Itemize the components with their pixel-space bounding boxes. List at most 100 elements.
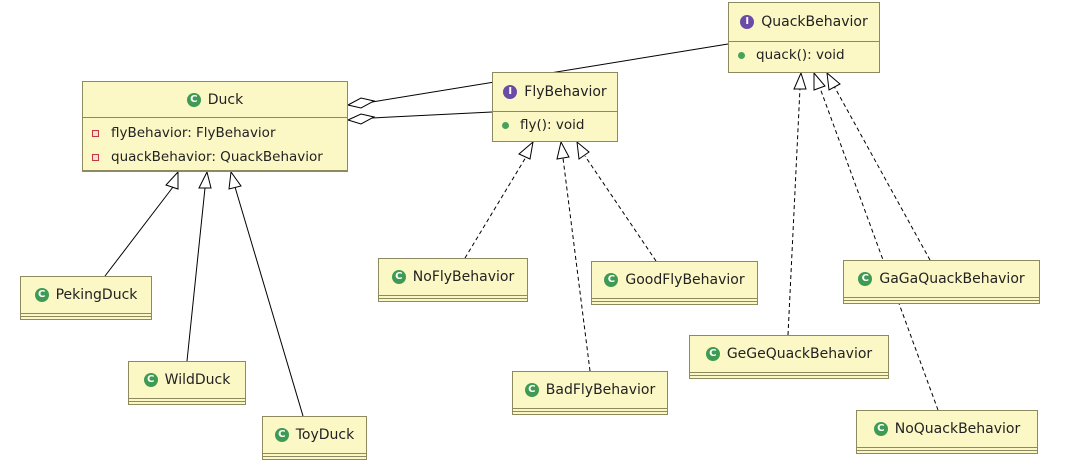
separator (83, 170, 347, 171)
class-name: NoQuackBehavior (894, 421, 1021, 437)
class-name: NoFlyBehavior (412, 269, 515, 285)
method-label: quack(): void (756, 47, 845, 63)
class-icon: C (524, 383, 539, 397)
inherit-toyduck (234, 186, 304, 417)
separator (592, 298, 757, 299)
class-header: C PekingDuck (21, 277, 151, 313)
arrowhead-gagaquackbehavior (826, 71, 841, 91)
separator (592, 301, 757, 302)
arrowhead-gegequackbehavior (793, 71, 807, 90)
class-header: C NoFlyBehavior (379, 259, 527, 295)
class-box-gagaquackbehavior[interactable]: C GaGaQuackBehavior (843, 260, 1040, 304)
method-label: fly(): void (520, 117, 585, 133)
field-label: quackBehavior: QuackBehavior (111, 149, 323, 165)
class-name: GaGaQuackBehavior (879, 271, 1025, 287)
class-header: C GoodFlyBehavior (592, 262, 757, 298)
separator (21, 313, 151, 314)
class-name: GoodFlyBehavior (625, 272, 745, 288)
separator (129, 401, 245, 402)
class-header: C GaGaQuackBehavior (844, 261, 1039, 297)
class-name: BadFlyBehavior (545, 382, 656, 398)
class-name: QuackBehavior (761, 14, 868, 30)
association-duck-flybehavior (371, 111, 493, 119)
field-label: flyBehavior: FlyBehavior (111, 125, 276, 141)
class-name: FlyBehavior (524, 84, 607, 100)
method-row: fly(): void (493, 112, 617, 138)
class-name: GeGeQuackBehavior (726, 346, 873, 362)
class-header: I QuackBehavior (729, 3, 879, 41)
arrowhead-toyduck (228, 170, 242, 190)
realize-badflybehavior (562, 157, 591, 372)
class-icon: C (858, 272, 873, 286)
class-header: C BadFlyBehavior (513, 372, 667, 408)
method-row: quack(): void (729, 42, 879, 68)
arrowhead-noflybehavior (518, 140, 534, 160)
separator (844, 300, 1039, 301)
class-name: ToyDuck (295, 427, 355, 443)
class-box-badflybehavior[interactable]: C BadFlyBehavior (512, 371, 668, 415)
class-header: C GeGeQuackBehavior (690, 336, 888, 372)
aggregation-diamond-fly (346, 113, 376, 125)
inherit-wildduck (186, 187, 206, 362)
class-icon: C (186, 92, 201, 107)
separator (493, 111, 617, 112)
arrowhead-goodflybehavior (576, 140, 590, 160)
class-box-goodflybehavior[interactable]: C GoodFlyBehavior (591, 261, 758, 305)
class-header: I FlyBehavior (493, 73, 617, 111)
class-icon: C (705, 347, 720, 361)
realize-gegequackbehavior (787, 87, 801, 336)
separator (83, 117, 347, 118)
separator (690, 372, 888, 373)
class-box-flybehavior[interactable]: I FlyBehavior fly(): void (492, 72, 618, 142)
separator (690, 375, 888, 376)
separator (379, 298, 527, 299)
class-header: C ToyDuck (263, 417, 366, 453)
class-box-pekingduck[interactable]: C PekingDuck (20, 276, 152, 320)
class-icon: C (604, 273, 619, 287)
class-header: C WildDuck (129, 362, 245, 398)
class-box-noquackbehavior[interactable]: C NoQuackBehavior (856, 410, 1038, 454)
private-field-icon (92, 129, 99, 137)
separator (857, 450, 1037, 451)
separator (129, 398, 245, 399)
separator (513, 411, 667, 412)
realize-gagaquackbehavior (833, 85, 931, 261)
class-icon: C (34, 288, 49, 302)
interface-icon: I (503, 85, 518, 99)
class-icon: C (873, 422, 888, 436)
separator (844, 297, 1039, 298)
class-box-noflybehavior[interactable]: C NoFlyBehavior (378, 258, 528, 302)
public-method-icon (738, 51, 745, 59)
arrowhead-noquackbehavior (813, 71, 826, 91)
separator (263, 453, 366, 454)
class-header: C NoQuackBehavior (857, 411, 1037, 447)
inherit-pekingduck (104, 186, 174, 277)
field-row: quackBehavior: QuackBehavior (83, 146, 347, 168)
separator (263, 456, 366, 457)
class-header: C Duck (83, 82, 347, 117)
arrowhead-wildduck (198, 170, 212, 189)
class-box-toyduck[interactable]: C ToyDuck (262, 416, 367, 460)
interface-icon: I (740, 15, 755, 29)
realize-noquackbehavior (819, 87, 939, 411)
realize-goodflybehavior (584, 155, 657, 262)
separator (21, 316, 151, 317)
public-method-icon (502, 121, 509, 129)
class-box-wildduck[interactable]: C WildDuck (128, 361, 246, 405)
class-icon: C (143, 373, 158, 387)
class-box-gegequackbehavior[interactable]: C GeGeQuackBehavior (689, 335, 889, 379)
separator (379, 295, 527, 296)
separator (513, 408, 667, 409)
class-name: WildDuck (164, 372, 231, 388)
class-name: PekingDuck (55, 287, 138, 303)
class-box-quackbehavior[interactable]: I QuackBehavior quack(): void (728, 2, 880, 73)
realize-noflybehavior (464, 156, 527, 259)
class-box-duck[interactable]: C Duck flyBehavior: FlyBehavior quackBeh… (82, 81, 348, 172)
field-row: flyBehavior: FlyBehavior (83, 118, 347, 146)
arrowhead-pekingduck (165, 170, 179, 190)
aggregation-diamond-quack (346, 97, 376, 109)
class-name: Duck (207, 91, 244, 108)
private-field-icon (92, 153, 99, 161)
class-icon: C (274, 428, 289, 442)
